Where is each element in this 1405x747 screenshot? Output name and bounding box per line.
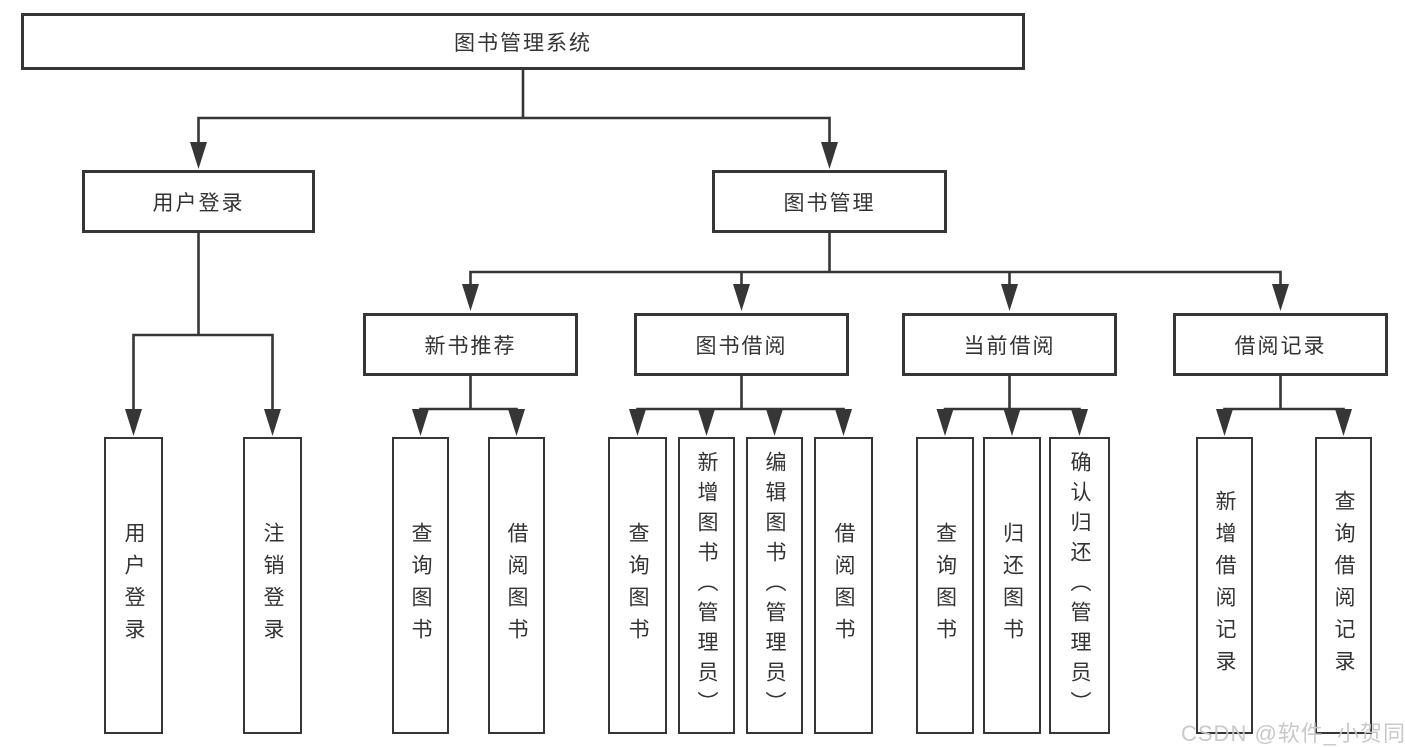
leaf-user-login: 用户登录 xyxy=(104,437,163,734)
node-label: 当前借阅 xyxy=(963,334,1056,358)
leaf-edit-books-admin: 编辑图书（管理员） xyxy=(746,437,803,734)
leaf-label: 新增图书（管理员） xyxy=(695,450,718,721)
leaf-query-books: 查询图书 xyxy=(608,437,667,734)
leaf-label: 注销登录 xyxy=(261,521,284,650)
node-book-management-branch: 图书管理 xyxy=(712,170,947,233)
node-label: 借阅记录 xyxy=(1234,334,1327,358)
leaf-label: 借阅图书 xyxy=(832,521,855,650)
leaf-label: 确认归还（管理员） xyxy=(1068,450,1091,721)
node-label: 新书推荐 xyxy=(424,334,517,358)
leaf-confirm-return-admin: 确认归还（管理员） xyxy=(1049,437,1110,734)
node-label: 图书管理 xyxy=(783,191,876,215)
node-user-login-branch: 用户登录 xyxy=(82,170,315,233)
leaf-add-books-admin: 新增图书（管理员） xyxy=(678,437,735,734)
node-new-book-recommendation: 新书推荐 xyxy=(363,313,578,376)
leaf-label: 归还图书 xyxy=(1000,521,1024,650)
node-label: 用户登录 xyxy=(152,191,245,215)
leaf-query-books: 查询图书 xyxy=(916,437,974,734)
leaf-label: 查询图书 xyxy=(933,521,957,650)
leaf-label: 用户登录 xyxy=(122,521,145,650)
leaf-query-borrow-record: 查询借阅记录 xyxy=(1315,437,1372,734)
node-borrowing-records: 借阅记录 xyxy=(1173,313,1388,376)
leaf-label: 查询借阅记录 xyxy=(1332,489,1355,682)
node-current-borrowing: 当前借阅 xyxy=(902,313,1117,376)
node-book-borrowing: 图书借阅 xyxy=(634,313,849,376)
leaf-borrow-books: 借阅图书 xyxy=(814,437,873,734)
leaf-label: 新增借阅记录 xyxy=(1213,489,1236,682)
leaf-borrow-books: 借阅图书 xyxy=(488,437,545,734)
leaf-query-books: 查询图书 xyxy=(392,437,449,734)
leaf-label: 查询图书 xyxy=(626,521,649,650)
leaf-add-borrow-record: 新增借阅记录 xyxy=(1196,437,1253,734)
leaf-label: 编辑图书（管理员） xyxy=(763,450,786,721)
leaf-label: 查询图书 xyxy=(409,521,432,650)
leaf-logout: 注销登录 xyxy=(243,437,302,734)
node-label: 图书管理系统 xyxy=(454,31,592,55)
node-label: 图书借阅 xyxy=(695,334,788,358)
node-library-management-system: 图书管理系统 xyxy=(21,13,1025,70)
leaf-label: 借阅图书 xyxy=(505,521,528,650)
leaf-return-books: 归还图书 xyxy=(983,437,1041,734)
